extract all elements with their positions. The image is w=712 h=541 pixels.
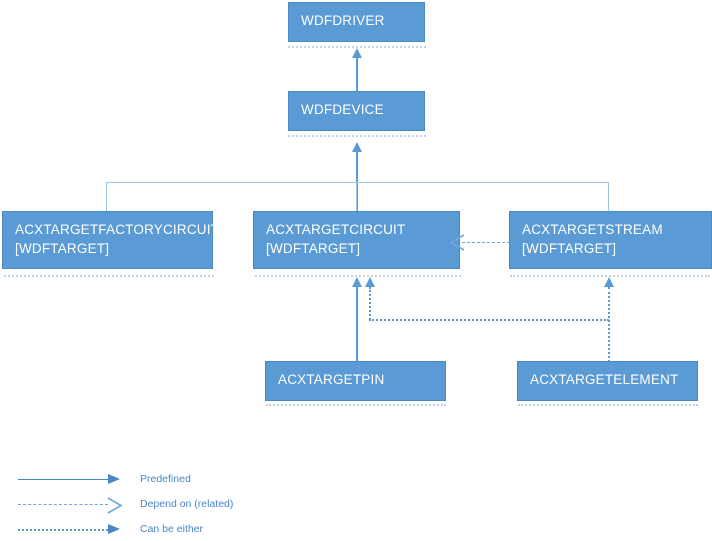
legend-label-predefined: Predefined <box>140 473 191 485</box>
underline-wdfdevice <box>288 135 426 137</box>
legend-arrowhead-filled-predefined <box>108 474 120 484</box>
underline-factorycircuit <box>4 275 214 277</box>
connector-pin-to-stream-vertical-left <box>369 287 371 320</box>
legend-label-depend-on: Depend on (related) <box>140 498 234 510</box>
connector-wdfdevice-to-wdfdriver <box>356 58 358 92</box>
node-wdfdevice[interactable]: WDFDEVICE <box>288 91 425 131</box>
legend-line-dotted <box>18 529 108 531</box>
legend-arrowhead-open-depend-on <box>107 497 123 514</box>
node-acxtargetfactorycircuit[interactable]: ACXTARGETFACTORYCIRCUIT [WDFTARGET] <box>2 211 220 269</box>
legend-line-solid <box>18 479 108 480</box>
node-acxtargetelement[interactable]: ACXTARGETELEMENT <box>517 361 698 401</box>
legend-label-can-be-either: Can be either <box>140 523 204 535</box>
arrowhead-pin-to-circuit-dotted <box>365 277 375 287</box>
node-acxtargetstream[interactable]: ACXTARGETSTREAM [WDFTARGET] <box>509 211 712 269</box>
node-acxtargetfactorycircuit-label: ACXTARGETFACTORYCIRCUIT <box>15 222 220 237</box>
node-acxtargetcircuit-sublabel: [WDFTARGET] <box>266 241 361 256</box>
legend-row-predefined: Predefined <box>18 471 268 489</box>
arrowhead-bus-to-wdfdevice <box>352 142 362 152</box>
legend-line-dashed <box>18 504 108 505</box>
node-acxtargetelement-label: ACXTARGETELEMENT <box>530 372 679 387</box>
node-wdfdriver-label: WDFDRIVER <box>301 13 385 28</box>
legend-row-depend-on: Depend on (related) <box>18 496 268 514</box>
connector-stream-depends-circuit <box>462 242 510 243</box>
legend-row-can-be-either: Can be either <box>18 521 268 539</box>
node-wdfdevice-label: WDFDEVICE <box>301 102 384 117</box>
underline-element <box>518 404 698 406</box>
underline-stream <box>510 275 710 277</box>
node-acxtargetpin[interactable]: ACXTARGETPIN <box>265 361 446 401</box>
node-acxtargetstream-sublabel: [WDFTARGET] <box>522 241 617 256</box>
connector-pin-to-circuit <box>356 287 358 362</box>
connector-pin-to-stream-horizontal <box>369 319 609 321</box>
underline-pin <box>266 404 446 406</box>
underline-circuit <box>255 275 461 277</box>
arrowhead-pin-to-circuit <box>352 277 362 287</box>
arrowhead-stream-depends-circuit <box>449 234 465 251</box>
node-acxtargetfactorycircuit-sublabel: [WDFTARGET] <box>15 241 110 256</box>
connector-bus-drop-stream <box>608 182 609 212</box>
node-wdfdriver[interactable]: WDFDRIVER <box>288 2 425 42</box>
legend-arrowhead-filled-can-be-either <box>108 524 120 534</box>
connector-bus-drop-circuit <box>356 182 357 212</box>
connector-bus-drop-factorycircuit <box>106 182 107 212</box>
underline-wdfdriver <box>288 46 426 48</box>
node-acxtargetstream-label: ACXTARGETSTREAM <box>522 222 663 237</box>
connector-element-to-stream <box>608 287 610 362</box>
arrowhead-element-to-stream <box>604 277 614 287</box>
node-acxtargetcircuit[interactable]: ACXTARGETCIRCUIT [WDFTARGET] <box>253 211 460 269</box>
connector-bus-horizontal <box>106 182 609 183</box>
node-acxtargetcircuit-label: ACXTARGETCIRCUIT <box>266 222 406 237</box>
arrowhead-wdfdevice-to-wdfdriver <box>352 48 362 58</box>
node-acxtargetpin-label: ACXTARGETPIN <box>278 372 385 387</box>
